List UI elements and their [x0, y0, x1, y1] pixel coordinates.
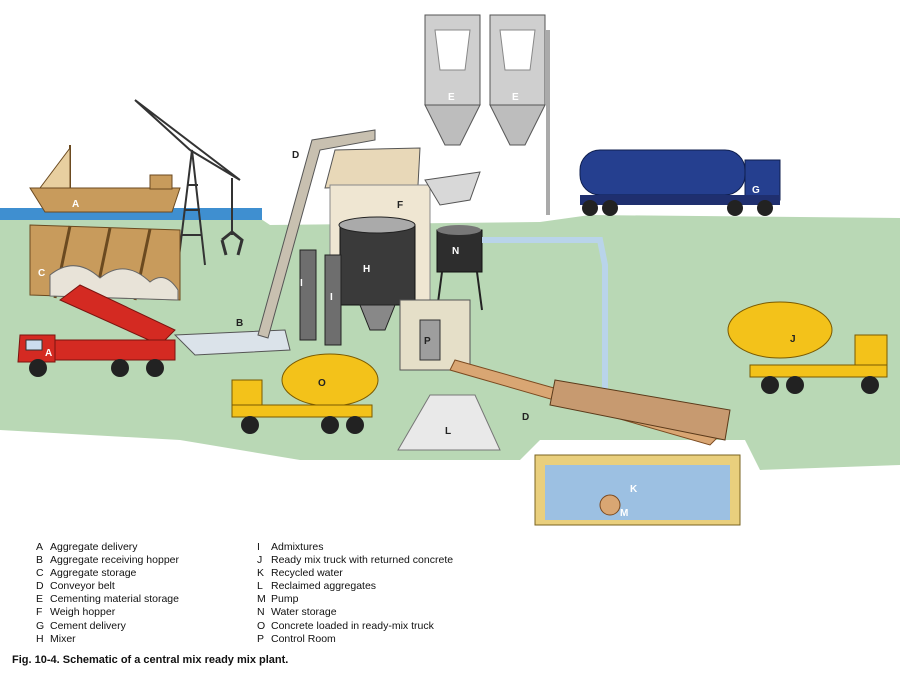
legend-key: G	[36, 619, 45, 632]
legend-key: L	[257, 580, 263, 593]
legend-text: Aggregate storage	[50, 567, 137, 580]
legend-key: J	[257, 554, 263, 567]
legend-item: J Ready mix truck with returned concrete	[257, 554, 453, 567]
legend-key: H	[36, 632, 44, 645]
legend-text: Control Room	[271, 632, 336, 645]
legend-key: I	[257, 541, 260, 553]
label-A-ship: A	[72, 199, 79, 210]
label-K: K	[630, 484, 638, 495]
legend-text: Pump	[271, 593, 299, 606]
plant-schematic: A A B C D D E E F G H I I J K L M N O P	[0, 14, 900, 526]
legend-item: D Conveyor belt	[36, 580, 179, 593]
label-G: G	[752, 185, 760, 196]
legend-item: P Control Room	[257, 633, 453, 646]
figure-caption: Fig. 10-4. Schematic of a central mix re…	[12, 654, 289, 666]
legend-item: E Cementing material storage	[36, 593, 179, 606]
legend-item: A Aggregate delivery	[36, 541, 179, 554]
legend-item: O Concrete loaded in ready-mix truck	[257, 620, 453, 633]
label-N: N	[452, 246, 459, 257]
legend-item: C Aggregate storage	[36, 567, 179, 580]
legend-text: Aggregate receiving hopper	[50, 554, 180, 567]
overhead-aggregate-bin	[324, 147, 421, 189]
legend-text: Mixer	[50, 632, 76, 645]
legend-text: Cement delivery	[50, 619, 126, 632]
label-L: L	[445, 426, 451, 437]
ready-mix-truck-loading	[231, 353, 379, 434]
legend-text: Recycled water	[271, 567, 343, 580]
legend-key: F	[36, 606, 43, 619]
legend-item: K Recycled water	[257, 567, 453, 580]
label-C: C	[38, 268, 45, 279]
legend-item: H Mixer	[36, 633, 179, 646]
conveyor-belt-incline	[257, 129, 376, 339]
aggregate-storage-bins	[29, 224, 181, 301]
label-I-right: I	[330, 292, 333, 303]
label-E-left: E	[448, 92, 455, 103]
legend-key: N	[257, 606, 265, 619]
legend-text: Reclaimed aggregates	[271, 580, 377, 593]
legend-text: Weigh hopper	[50, 606, 116, 619]
label-F: F	[397, 200, 403, 211]
legend-key: O	[257, 619, 266, 632]
legend-item: B Aggregate receiving hopper	[36, 554, 179, 567]
ready-mix-truck-returned	[727, 301, 888, 394]
label-P: P	[424, 336, 431, 347]
weigh-hopper	[424, 171, 481, 206]
admixture-tanks	[299, 249, 342, 346]
legend-key: B	[36, 554, 44, 567]
legend-text: Concrete loaded in ready-mix truck	[271, 619, 434, 632]
legend-key: K	[257, 567, 265, 580]
reclaimed-aggregate-pile	[397, 394, 501, 451]
label-E-right: E	[512, 92, 519, 103]
screw-separator	[549, 379, 731, 441]
label-O: O	[318, 378, 326, 389]
label-H: H	[363, 264, 370, 275]
legend-key: C	[36, 567, 44, 580]
label-I-left: I	[300, 278, 303, 289]
mixer	[338, 216, 416, 331]
legend-key: M	[257, 593, 266, 606]
legend-text: Admixtures	[271, 541, 324, 553]
legend-item: I Admixtures	[257, 541, 453, 554]
label-B: B	[236, 318, 243, 329]
crane	[134, 99, 244, 266]
dump-truck	[17, 284, 176, 377]
label-A-truck: A	[45, 348, 52, 359]
legend-text: Water storage	[271, 606, 337, 619]
label-M: M	[620, 508, 628, 519]
legend-item: M Pump	[257, 593, 453, 606]
legend-text: Cementing material storage	[50, 593, 179, 606]
legend-item: F Weigh hopper	[36, 606, 179, 619]
legend-text: Conveyor belt	[50, 580, 115, 593]
legend-item: N Water storage	[257, 606, 453, 619]
legend-key: A	[36, 541, 44, 553]
legend-key: D	[36, 580, 44, 593]
receiving-hopper	[173, 329, 291, 356]
legend-key: E	[36, 593, 44, 606]
cement-tanker	[579, 149, 781, 216]
label-D-top: D	[292, 150, 299, 161]
legend-text: Ready mix truck with returned concrete	[271, 554, 454, 567]
legend-item: G Cement delivery	[36, 620, 179, 633]
legend-item: L Reclaimed aggregates	[257, 580, 453, 593]
recycle-water-pit	[534, 454, 741, 526]
legend-text: Aggregate delivery	[50, 541, 138, 553]
control-room	[399, 299, 471, 371]
cement-silos	[424, 14, 550, 215]
legend-key: P	[257, 632, 265, 645]
label-D-bottom: D	[522, 412, 529, 423]
water-storage-tank	[436, 225, 608, 400]
label-J: J	[790, 334, 796, 345]
ship	[29, 145, 181, 213]
